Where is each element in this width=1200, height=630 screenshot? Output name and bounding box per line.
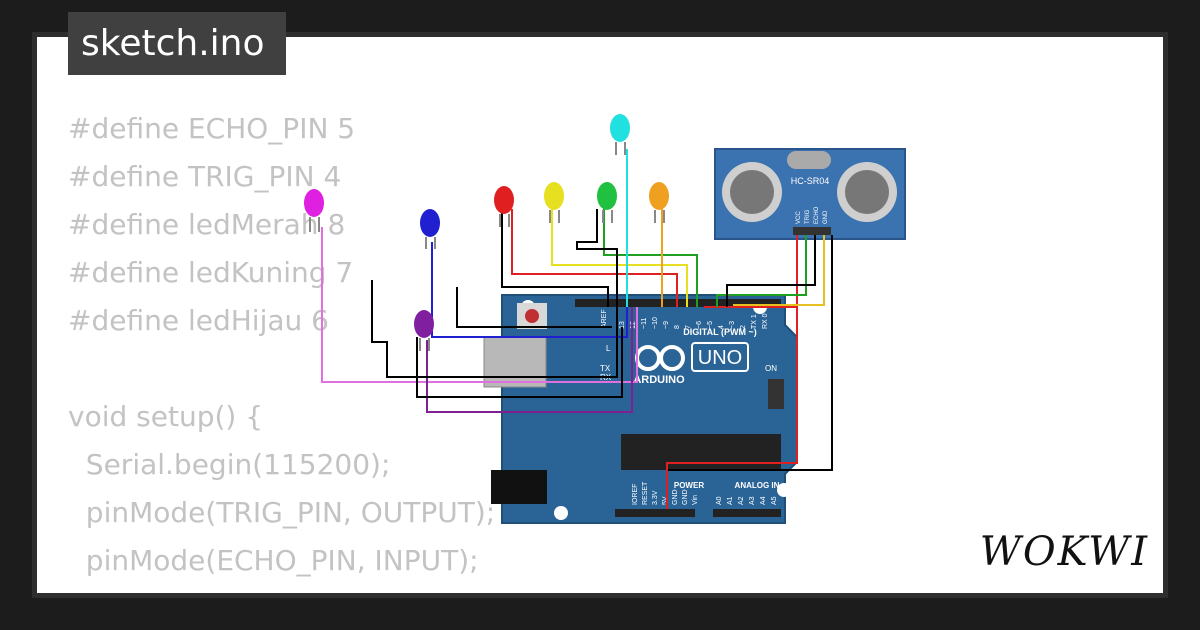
pin-label: ~10 bbox=[652, 317, 659, 329]
pin-label: ~3 bbox=[729, 321, 736, 329]
code-preview: #define ECHO_PIN 5 #define TRIG_PIN 4 #def… bbox=[68, 105, 499, 593]
code-line: #define ledKuning 7 bbox=[68, 256, 354, 289]
pin-label: RESET bbox=[642, 481, 649, 505]
led-purple bbox=[414, 310, 434, 351]
pin-label: A1 bbox=[727, 496, 734, 505]
pin-label: 7 bbox=[685, 325, 692, 329]
pin-label: VCC bbox=[796, 211, 802, 224]
code-line: pinMode(ECHO_PIN, INPUT); bbox=[68, 544, 479, 577]
pin-label: TX 1 bbox=[751, 314, 758, 329]
pin-label: A0 bbox=[716, 496, 723, 505]
pin-label: 12 bbox=[630, 321, 637, 329]
sensor-name-label: HC-SR04 bbox=[791, 176, 830, 186]
led-yellow bbox=[544, 182, 564, 223]
code-line: #define ECHO_PIN 5 bbox=[68, 112, 356, 145]
pin-label: ECHO bbox=[814, 206, 820, 224]
file-title[interactable]: sketch.ino bbox=[68, 12, 286, 75]
led-red bbox=[494, 186, 514, 227]
tx-label: TX bbox=[600, 364, 611, 373]
pin-label: Vin bbox=[692, 495, 699, 505]
pin-label: IOREF bbox=[632, 484, 639, 505]
pin-label: GND bbox=[672, 489, 679, 505]
pin-label: 8 bbox=[674, 325, 681, 329]
analog-pin-labels: A0 A1 A2 A3 A4 A5 bbox=[716, 496, 778, 505]
pin-label: ~6 bbox=[696, 321, 703, 329]
pin-label: TRIG bbox=[805, 209, 811, 224]
pin-label: A3 bbox=[749, 496, 756, 505]
power-label: POWER bbox=[674, 481, 704, 490]
pin-label: A5 bbox=[771, 496, 778, 505]
analog-label: ANALOG IN bbox=[735, 481, 780, 490]
pin-label: 5V bbox=[662, 496, 669, 505]
code-line: #define ledMerah 8 bbox=[68, 208, 346, 241]
code-line: void setup() { bbox=[68, 400, 264, 433]
on-label: ON bbox=[765, 364, 777, 373]
pin-label: 2 bbox=[740, 325, 747, 329]
code-line: Serial.begin(115200); bbox=[68, 448, 391, 481]
aref-label: AREF bbox=[601, 309, 608, 328]
led-orange bbox=[649, 182, 669, 223]
code-line: #define TRIG_PIN 4 bbox=[68, 160, 342, 193]
circuit-diagram: UNO ARDUINO DIGITAL (PWM ~) ANALOG IN PO… bbox=[304, 114, 906, 524]
arduino-board: UNO ARDUINO DIGITAL (PWM ~) ANALOG IN PO… bbox=[483, 294, 798, 524]
pin-label: ~9 bbox=[663, 321, 670, 329]
led-green bbox=[597, 182, 617, 223]
pin-label: 13 bbox=[619, 321, 626, 329]
digital-label: DIGITAL (PWM ~) bbox=[683, 327, 756, 337]
pin-label: ~5 bbox=[707, 321, 714, 329]
pin-label: 4 bbox=[718, 325, 725, 329]
code-line: pinMode(ledMerah, OUTPUT); bbox=[68, 585, 499, 593]
led-blue bbox=[420, 209, 440, 249]
pin-label: ~11 bbox=[641, 318, 648, 329]
pin-label: A2 bbox=[738, 496, 745, 505]
pin-label: GND bbox=[682, 489, 689, 505]
code-line: pinMode(TRIG_PIN, OUTPUT); bbox=[68, 496, 496, 529]
led-cyan bbox=[610, 114, 630, 155]
wokwi-logo: WOKWI bbox=[979, 529, 1149, 575]
wires bbox=[321, 149, 833, 509]
board-model-label: UNO bbox=[698, 347, 742, 369]
pin-label: RX 0 bbox=[762, 313, 769, 329]
code-line: #define ledHijau 6 bbox=[68, 304, 329, 337]
pin-label: A4 bbox=[760, 496, 767, 505]
led-magenta bbox=[304, 189, 324, 232]
board-name-label: ARDUINO bbox=[633, 374, 685, 386]
l-label: L bbox=[606, 344, 611, 353]
preview-panel: #define ECHO_PIN 5 #define TRIG_PIN 4 #def… bbox=[37, 37, 1163, 593]
pin-label: 3.3V bbox=[652, 490, 659, 505]
pin-label: GND bbox=[823, 210, 829, 224]
